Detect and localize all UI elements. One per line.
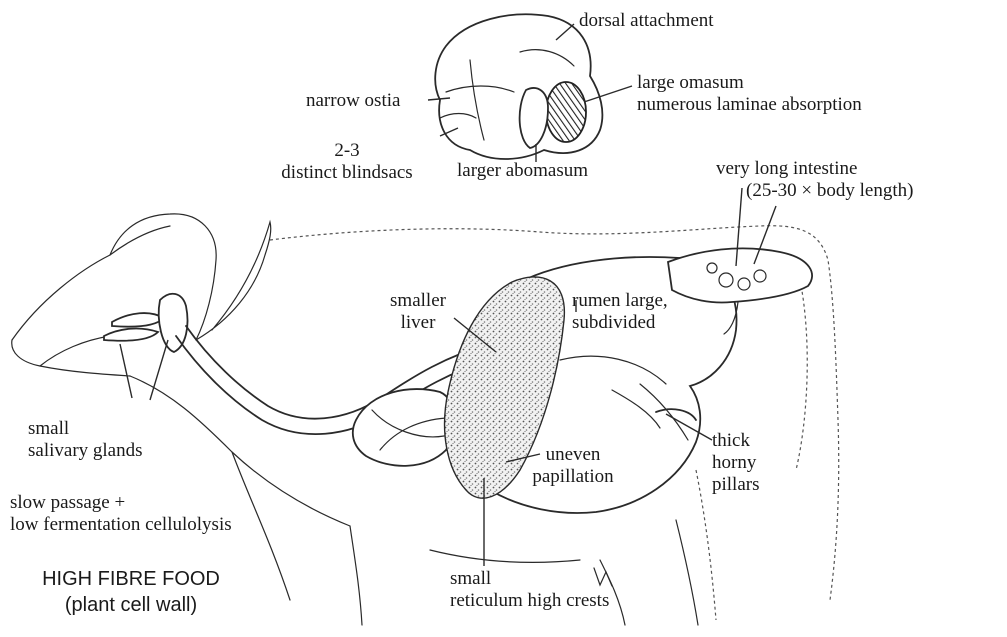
salivary-glands [104,294,188,352]
stomach-inset [435,14,602,159]
label-uneven-papillation: uneven papillation [508,444,638,488]
label-thick-pillars: thick horny pillars [712,430,760,496]
chest-organs [353,389,455,466]
label-blindsacs: 2-3 distinct blindsacs [262,140,432,184]
label-narrow-ostia: narrow ostia [306,90,400,112]
label-rumen: rumen large, subdivided [572,290,668,334]
label-salivary-glands: small salivary glands [28,418,143,462]
label-intestine: very long intestine (25-30 × body length… [716,158,913,202]
label-larger-abomasum: larger abomasum [457,160,588,182]
label-high-fibre-food: HIGH FIBRE FOOD (plant cell wall) [8,566,254,618]
label-slow-passage: slow passage + low fermentation cellulol… [10,492,232,536]
label-smaller-liver: smaller liver [378,290,458,334]
label-dorsal-attachment: dorsal attachment [579,10,714,32]
label-reticulum: small reticulum high crests [450,568,609,612]
label-large-omasum: large omasum numerous laminae absorption [637,72,862,116]
